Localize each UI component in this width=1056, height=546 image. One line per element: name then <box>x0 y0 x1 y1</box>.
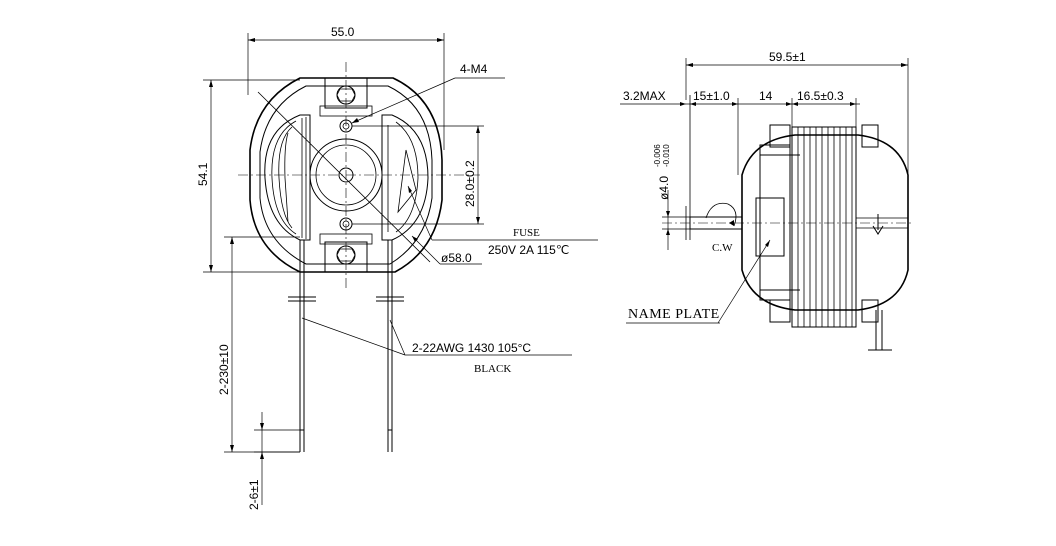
motor-housing <box>741 134 909 311</box>
wire-spec: 2-22AWG 1430 105°C <box>412 341 531 355</box>
shaft-dimension: ø4.0 <box>657 176 671 200</box>
top-tab <box>769 124 791 148</box>
fuse-body <box>397 149 417 214</box>
overall-dimension: 59.5±1 <box>769 50 806 64</box>
segment-2-dimension: 14 <box>759 89 773 103</box>
stator-frame-inner <box>259 85 433 265</box>
side-view: C.W 59.5±1 3.2MAX 15±1.0 14 16.5±0.3 ø4.… <box>620 50 912 351</box>
shaft-tolerance-lower: -0.010 <box>662 144 671 167</box>
diagonal-center-line <box>257 91 431 263</box>
stator-laminations <box>791 126 857 328</box>
top-bracket <box>324 77 368 109</box>
bottom-tab <box>769 299 791 323</box>
rotation-arc <box>705 202 737 227</box>
fuse-label: FUSE <box>513 227 540 239</box>
direction-arrow-icon <box>872 214 884 235</box>
segment-1-dimension: 15±1.0 <box>693 89 730 103</box>
rotation-label: C.W <box>712 242 733 254</box>
fuse-spec: 250V 2A 115℃ <box>488 243 569 257</box>
rotor-dimension: 28.0±0.2 <box>463 160 477 207</box>
height-dimension: 54.1 <box>196 162 210 186</box>
name-plate-label: NAME PLATE <box>628 307 720 322</box>
width-dimension: 55.0 <box>331 25 355 39</box>
outer-diameter: ø58.0 <box>441 251 472 265</box>
right-coil <box>381 114 429 241</box>
name-plate <box>755 197 785 257</box>
lead-wires <box>288 240 404 452</box>
rotor-bore <box>309 138 383 212</box>
front-bracket <box>759 144 791 301</box>
left-coil <box>264 114 311 241</box>
max-dimension: 3.2MAX <box>623 89 666 103</box>
front-view: 55.0 54.1 4-M4 28.0±0.2 FUSE 250V 2A 115… <box>196 25 598 510</box>
rotor-shaft <box>338 167 354 183</box>
bottom-bracket <box>324 241 368 273</box>
wire-color: BLACK <box>474 363 511 375</box>
strip-length-dimension: 2-6±1 <box>247 479 261 510</box>
screw-note: 4-M4 <box>460 62 488 76</box>
segment-3-dimension: 16.5±0.3 <box>797 89 844 103</box>
stator-frame-outline <box>249 77 443 273</box>
shaft-tolerance-upper: -0.006 <box>653 144 662 167</box>
lead-length-dimension: 2-230±10 <box>217 344 231 395</box>
